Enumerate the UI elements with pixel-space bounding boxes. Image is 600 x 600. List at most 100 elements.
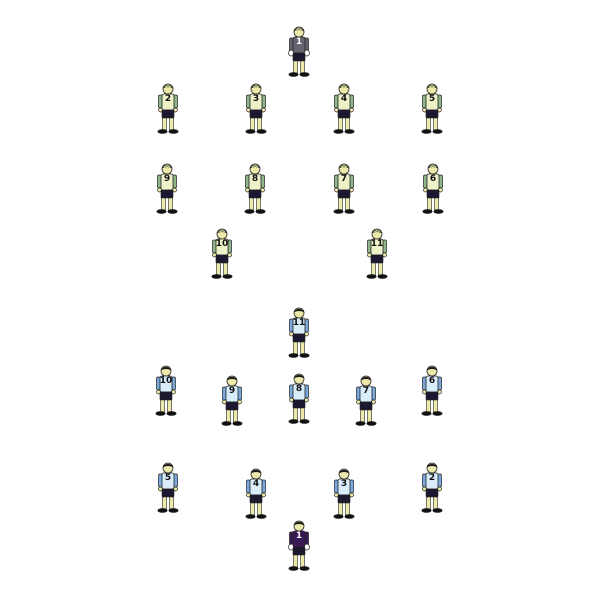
- player-right-leg: [345, 502, 350, 516]
- player-shorts: [160, 189, 174, 199]
- player-shorts: [292, 333, 306, 343]
- player-left-shoe: [355, 421, 366, 426]
- player-right-leg: [433, 117, 438, 131]
- player-left-shoe: [288, 566, 299, 571]
- top-player-3[interactable]: 3: [241, 83, 271, 137]
- top-player-9[interactable]: 9: [152, 163, 182, 217]
- player-right-shoe: [366, 421, 377, 426]
- player-right-leg: [433, 496, 438, 510]
- player-left-shoe: [288, 419, 299, 424]
- shirt-number: 6: [429, 174, 437, 184]
- player-shorts: [161, 488, 175, 498]
- player-hair: [162, 84, 174, 89]
- top-player-8[interactable]: 8: [240, 163, 270, 217]
- bottom-player-6[interactable]: 6: [417, 365, 447, 419]
- player-right-leg: [367, 409, 372, 423]
- player-right-leg: [257, 502, 262, 516]
- player-figure: [156, 163, 178, 214]
- player-left-shoe: [156, 209, 167, 214]
- shirt-number: 7: [340, 174, 348, 184]
- bottom-player-7[interactable]: 7: [351, 375, 381, 429]
- top-player-6[interactable]: 6: [418, 163, 448, 217]
- top-player-2[interactable]: 2: [153, 83, 183, 137]
- player-left-leg: [161, 197, 166, 211]
- top-player-10[interactable]: 10: [207, 228, 237, 282]
- player-figure: [333, 83, 355, 134]
- shirt-number: 10: [159, 376, 173, 386]
- shirt-number: 7: [362, 386, 370, 396]
- player-left-leg: [338, 197, 343, 211]
- player-shorts: [359, 401, 373, 411]
- player-hair: [162, 463, 174, 468]
- player-hair: [338, 84, 350, 89]
- player-left-shoe: [366, 274, 377, 279]
- player-left-leg: [160, 399, 165, 413]
- player-hair: [426, 463, 438, 468]
- bottom-player-2[interactable]: 2: [417, 462, 447, 516]
- player-hair: [293, 27, 305, 32]
- player-hair: [371, 229, 383, 234]
- shirt-number: 3: [252, 94, 260, 104]
- top-player-7[interactable]: 7: [329, 163, 359, 217]
- player-right-shoe: [256, 129, 267, 134]
- shirt-number: 1: [295, 531, 303, 541]
- player-hair: [249, 164, 261, 169]
- player-right-shoe: [255, 209, 266, 214]
- player-shorts: [425, 488, 439, 498]
- player-right-shoe: [168, 129, 179, 134]
- player-hair: [161, 164, 173, 169]
- player-right-shoe: [344, 514, 355, 519]
- player-left-leg: [162, 496, 167, 510]
- bottom-player-11[interactable]: 11: [284, 307, 314, 361]
- player-hair: [427, 164, 439, 169]
- player-right-shoe: [299, 566, 310, 571]
- player-right-shoe: [299, 419, 310, 424]
- player-left-leg: [338, 502, 343, 516]
- player-right-shoe: [344, 209, 355, 214]
- player-right-shoe: [222, 274, 233, 279]
- shirt-number: 11: [370, 239, 384, 249]
- player-left-shoe: [157, 508, 168, 513]
- player-figure: [288, 520, 310, 571]
- player-figure: [157, 83, 179, 134]
- player-left-shoe: [157, 129, 168, 134]
- shirt-number: 5: [428, 94, 436, 104]
- player-left-shoe: [333, 514, 344, 519]
- player-shorts: [249, 109, 263, 119]
- player-shorts: [159, 391, 173, 401]
- player-shorts: [337, 109, 351, 119]
- player-right-leg: [345, 197, 350, 211]
- player-figure: [288, 26, 310, 77]
- player-right-leg: [233, 409, 238, 423]
- player-right-shoe: [167, 209, 178, 214]
- player-left-leg: [293, 60, 298, 74]
- bottom-player-10[interactable]: 10: [151, 365, 181, 419]
- top-player-4[interactable]: 4: [329, 83, 359, 137]
- bottom-player-8[interactable]: 8: [284, 373, 314, 427]
- player-right-leg: [168, 197, 173, 211]
- player-right-shoe: [232, 421, 243, 426]
- player-left-leg: [426, 496, 431, 510]
- player-hair: [250, 84, 262, 89]
- player-figure: [421, 83, 443, 134]
- player-shorts: [425, 109, 439, 119]
- top-player-1-goalkeeper[interactable]: 1: [284, 26, 314, 80]
- player-figure: [221, 375, 243, 426]
- top-player-11[interactable]: 11: [362, 228, 392, 282]
- player-left-leg: [293, 554, 298, 568]
- player-right-leg: [300, 407, 305, 421]
- player-left-shoe: [221, 421, 232, 426]
- top-player-5[interactable]: 5: [417, 83, 447, 137]
- player-right-shoe: [344, 129, 355, 134]
- player-left-leg: [249, 197, 254, 211]
- bottom-player-9[interactable]: 9: [217, 375, 247, 429]
- player-shorts: [292, 52, 306, 62]
- bottom-player-4[interactable]: 4: [241, 468, 271, 522]
- player-figure: [333, 468, 355, 519]
- shirt-number: 2: [164, 94, 172, 104]
- player-left-shoe: [244, 209, 255, 214]
- bottom-player-5[interactable]: 5: [153, 462, 183, 516]
- player-hair: [216, 229, 228, 234]
- bottom-player-1-goalkeeper[interactable]: 1: [284, 520, 314, 574]
- bottom-player-3[interactable]: 3: [329, 468, 359, 522]
